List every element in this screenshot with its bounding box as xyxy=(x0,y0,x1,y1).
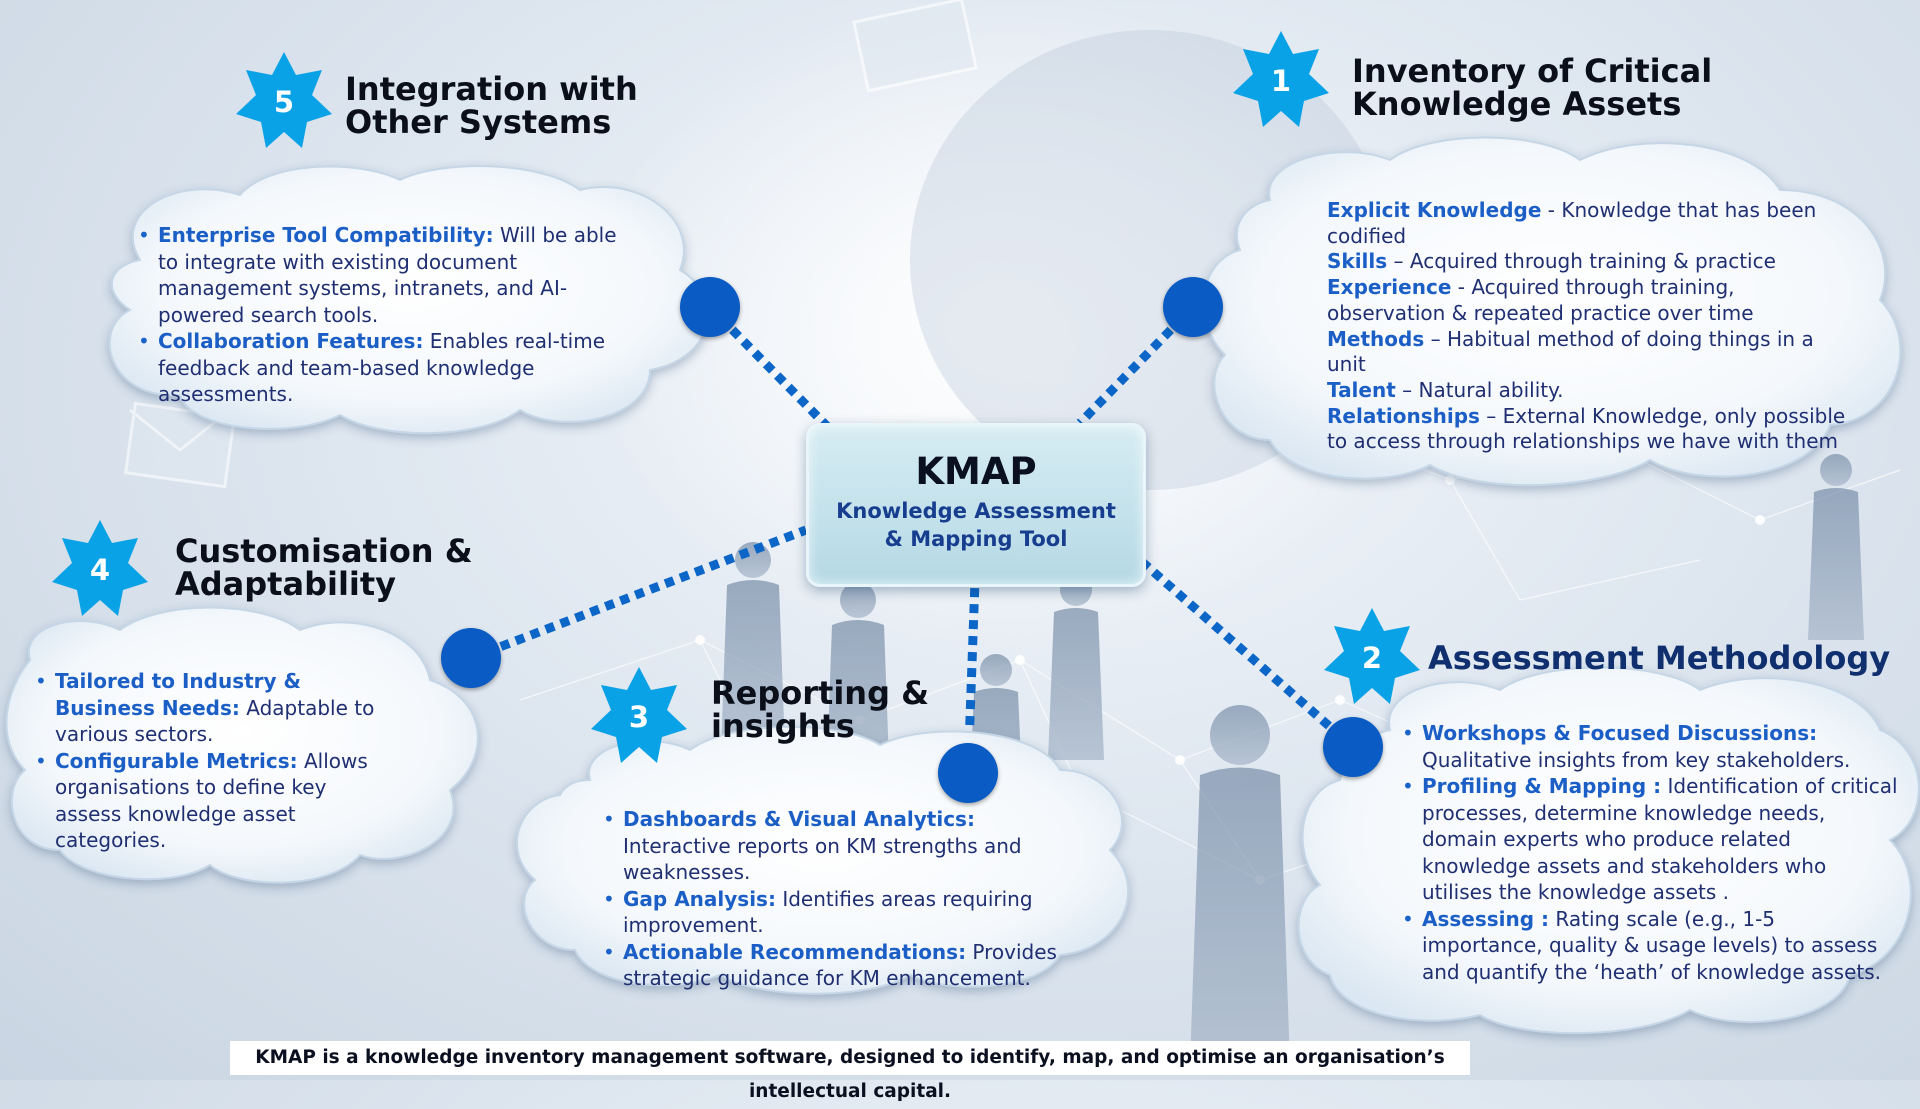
item-term: Talent xyxy=(1327,377,1396,402)
list-item: Assessing : Rating scale (e.g., 1-5 impo… xyxy=(1400,906,1900,986)
section-3-title: Reporting & insights xyxy=(711,674,930,745)
list-item: Actionable Recommendations: Provides str… xyxy=(601,939,1071,992)
item-term: Assessing : xyxy=(1422,906,1550,931)
list-item: Skills – Acquired through training & pra… xyxy=(1327,249,1847,275)
item-term: Explicit Knowledge xyxy=(1327,198,1542,222)
item-term: Experience xyxy=(1327,275,1452,300)
footer-caption: KMAP is a knowledge inventory management… xyxy=(230,1041,1470,1102)
list-item: Workshops & Focused Discussions: Qualita… xyxy=(1400,720,1900,773)
list-item: Dashboards & Visual Analytics: Interacti… xyxy=(601,806,1071,886)
connector-node-1 xyxy=(1163,277,1223,337)
badge-number: 2 xyxy=(1361,641,1383,675)
connector-node-4 xyxy=(441,628,501,688)
section-5-title: Integration with Other Systems xyxy=(345,70,638,141)
kmap-center-box: KMAP Knowledge Assessment & Mapping Tool xyxy=(806,423,1146,587)
badge-number: 3 xyxy=(628,700,650,734)
item-term: Skills xyxy=(1327,249,1388,274)
badge-4: 4 xyxy=(48,518,152,622)
list-item: Relationships – External Knowledge, only… xyxy=(1327,404,1847,455)
star-badge-icon xyxy=(236,52,332,148)
item-text: - Knowledge that has been codified xyxy=(1327,198,1817,248)
item-text: Provides strategic guidance for KM enhan… xyxy=(623,939,1057,991)
item-text: - Acquired through training, observation… xyxy=(1327,275,1754,325)
connector-node-2 xyxy=(1323,717,1383,777)
badge-number: 1 xyxy=(1270,64,1292,98)
section-1-text: Explicit Knowledge - Knowledge that has … xyxy=(1327,198,1847,455)
item-text: – External Knowledge, only possible to a… xyxy=(1327,403,1846,454)
section-2-text: Workshops & Focused Discussions: Qualita… xyxy=(1400,720,1900,985)
section-4-title: Customisation & Adaptability xyxy=(175,532,473,603)
list-item: Profiling & Mapping : Identification of … xyxy=(1400,773,1900,906)
list-item: Talent – Natural ability. xyxy=(1327,378,1847,404)
item-text: Identification of critical processes, de… xyxy=(1422,774,1898,904)
badge-2: 2 xyxy=(1320,606,1424,710)
badge-1: 1 xyxy=(1229,29,1333,133)
item-text: Adaptable to various sectors. xyxy=(55,695,375,747)
item-term: Gap Analysis: xyxy=(623,886,776,911)
item-term: Tailored to Industry & Business Needs: xyxy=(55,669,301,720)
connector-node-5 xyxy=(680,277,740,337)
section-4-text: Tailored to Industry & Business Needs: A… xyxy=(33,668,383,854)
cloud-1 xyxy=(1202,136,1902,487)
item-term: Collaboration Features: xyxy=(158,329,424,353)
connector-node-3 xyxy=(938,743,998,803)
item-term: Dashboards & Visual Analytics: xyxy=(623,807,975,831)
center-subtitle: Knowledge Assessment & Mapping Tool xyxy=(836,499,1116,551)
item-text: Allows organisations to define key asses… xyxy=(55,748,368,853)
badge-5: 5 xyxy=(232,50,336,154)
badge-number: 4 xyxy=(89,553,111,587)
item-text: Rating scale (e.g., 1-5 importance, qual… xyxy=(1422,906,1881,984)
section-5-text: Enterprise Tool Compatibility: Will be a… xyxy=(136,222,636,408)
star-badge-icon xyxy=(52,520,148,616)
list-item: Collaboration Features: Enables real-tim… xyxy=(136,328,636,408)
section-2-title: Assessment Methodology xyxy=(1428,639,1891,677)
star-badge-icon xyxy=(591,667,687,763)
section-3-text: Dashboards & Visual Analytics: Interacti… xyxy=(601,806,1071,992)
star-badge-icon xyxy=(1233,31,1329,127)
item-text: – Acquired through training & practice xyxy=(1387,249,1776,274)
item-text: – Natural ability. xyxy=(1395,377,1564,402)
list-item: Tailored to Industry & Business Needs: A… xyxy=(33,668,383,748)
item-term: Configurable Metrics: xyxy=(55,748,298,773)
item-text: Identifies areas requiring improvement. xyxy=(623,886,1033,938)
item-term: Methods xyxy=(1327,326,1425,351)
list-item: Explicit Knowledge - Knowledge that has … xyxy=(1327,198,1847,249)
list-item: Experience - Acquired through training, … xyxy=(1327,275,1847,326)
item-text: Qualitative insights from key stakeholde… xyxy=(1422,747,1851,772)
item-term: Relationships xyxy=(1327,403,1480,428)
list-item: Methods – Habitual method of doing thing… xyxy=(1327,327,1847,378)
item-text: Enables real-time feedback and team-base… xyxy=(158,329,606,406)
item-text: Interactive reports on KM strengths and … xyxy=(623,833,1022,885)
item-term: Actionable Recommendations: xyxy=(623,939,967,964)
badge-number: 5 xyxy=(273,85,295,119)
list-item: Configurable Metrics: Allows organisatio… xyxy=(33,748,383,854)
item-text: – Habitual method of doing things in a u… xyxy=(1327,326,1814,377)
badge-3: 3 xyxy=(587,665,691,769)
item-text: Will be able to integrate with existing … xyxy=(158,223,617,327)
item-term: Enterprise Tool Compatibility: xyxy=(158,223,494,247)
section-1-title: Inventory of Critical Knowledge Assets xyxy=(1352,52,1713,123)
item-term: Workshops & Focused Discussions: xyxy=(1422,721,1818,745)
list-item: Enterprise Tool Compatibility: Will be a… xyxy=(136,222,636,328)
item-term: Profiling & Mapping : xyxy=(1422,774,1662,798)
center-title: KMAP xyxy=(915,450,1037,493)
list-item: Gap Analysis: Identifies areas requiring… xyxy=(601,886,1071,939)
